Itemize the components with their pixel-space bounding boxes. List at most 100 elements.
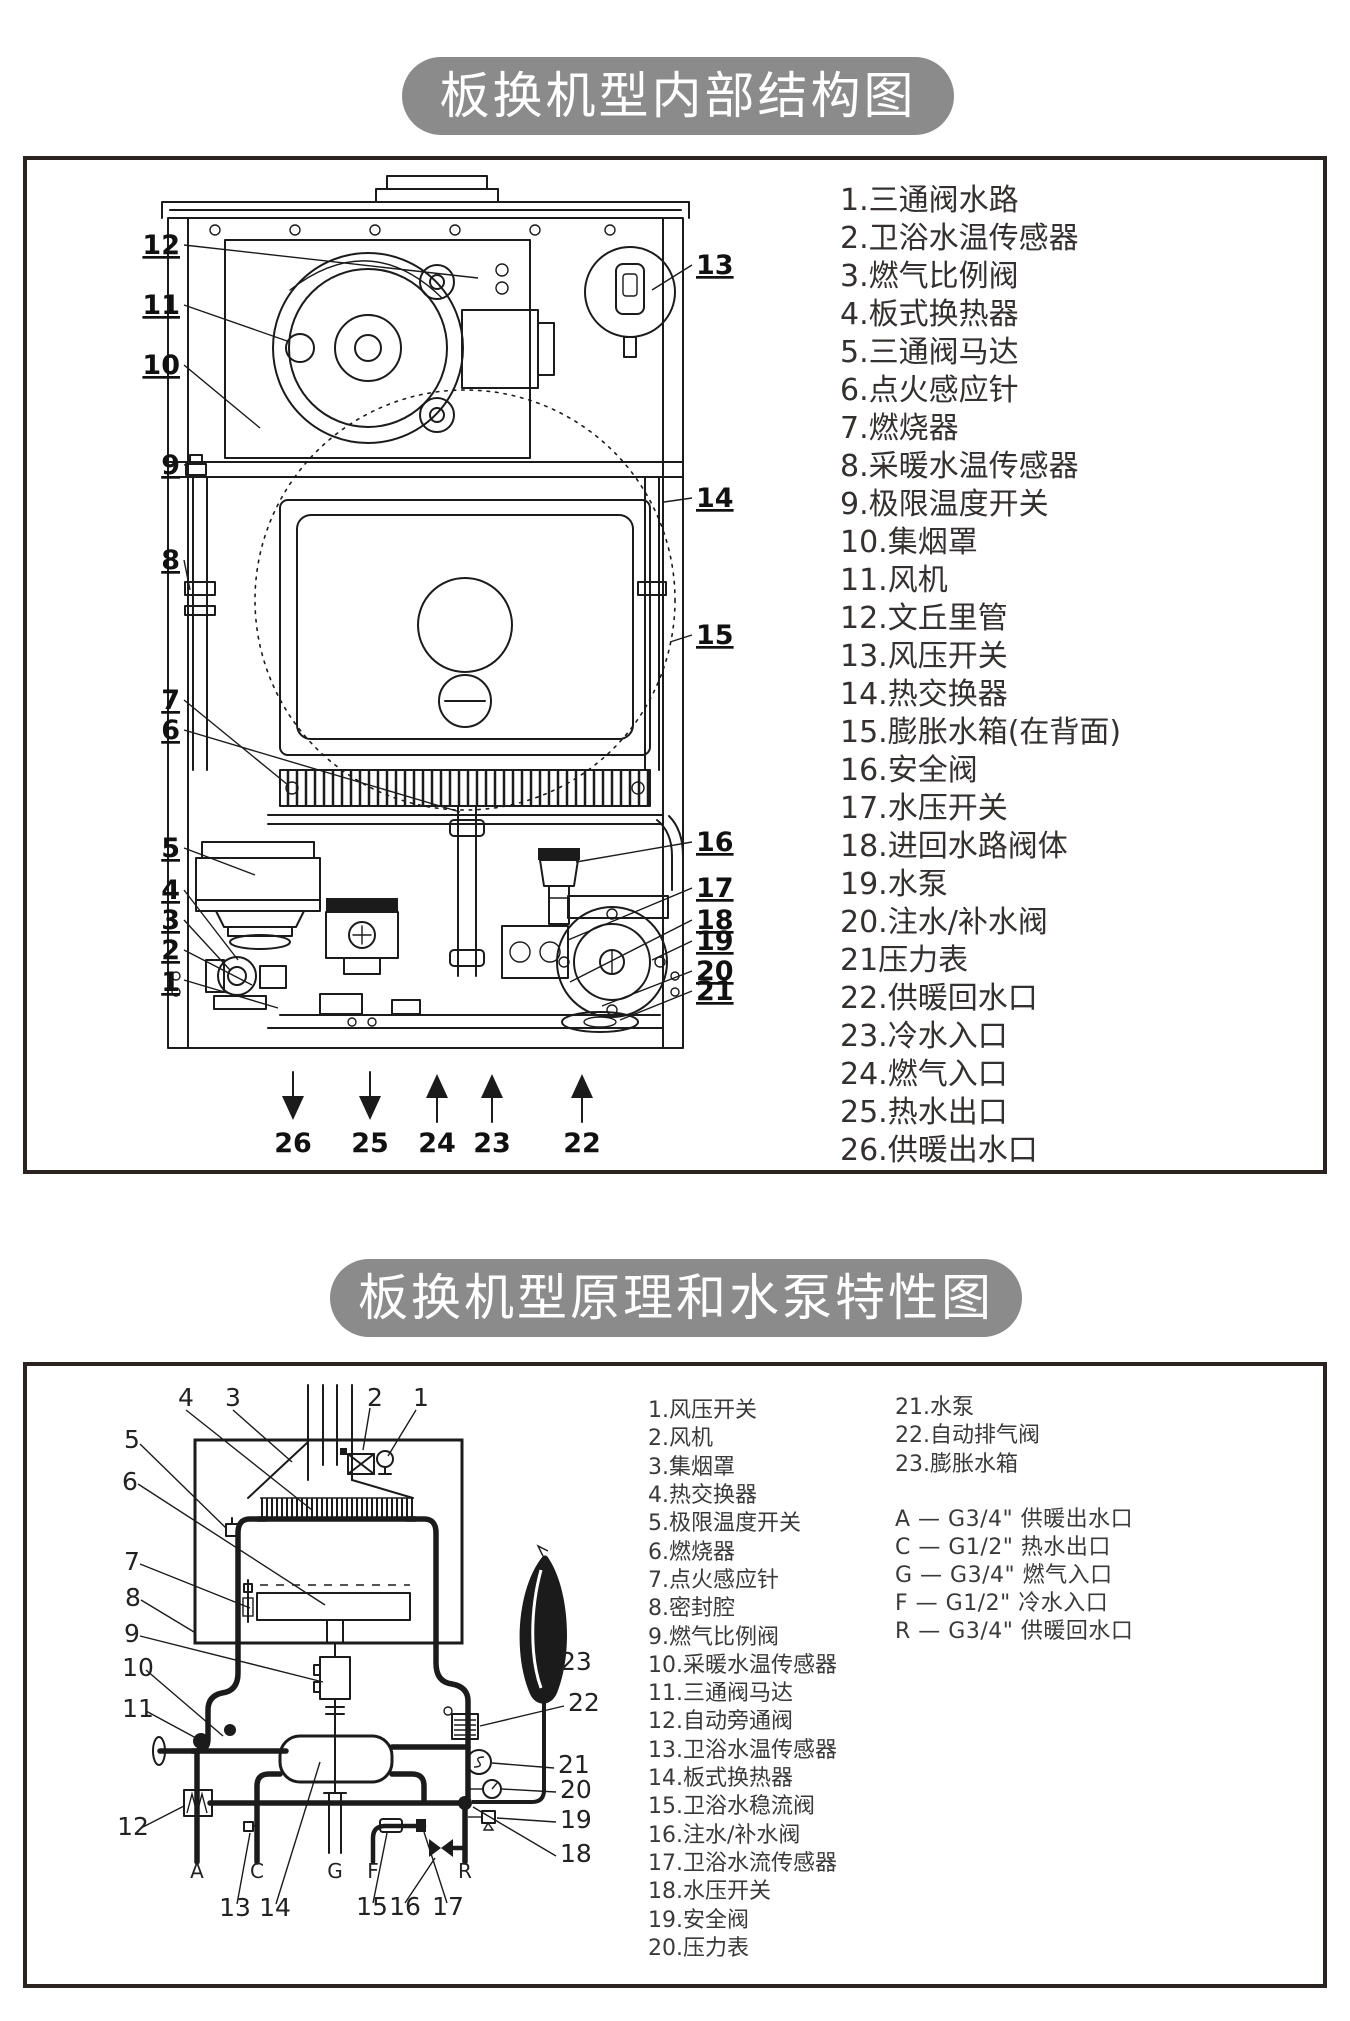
legend-item: 23.膨胀水箱 [895, 1451, 1018, 1477]
legend-item: 1.风压开关 [648, 1398, 757, 1424]
legend-item: 17.卫浴水流传感器 [648, 1850, 837, 1876]
legend-item: 3.集烟罩 [648, 1454, 735, 1480]
callout-label: 3 [161, 905, 180, 936]
legend-item: 18.水压开关 [648, 1879, 771, 1905]
legend-item: 7.燃烧器 [840, 411, 959, 446]
schematic-legend-col1: 1.风压开关 2.风机 3.集烟罩 4.热交换器 5.极限温度开关 6.燃烧器 … [648, 1394, 898, 1961]
internal-structure-box [23, 156, 1327, 1174]
callouts-left: 12 11 10 9 8 7 6 5 4 3 2 1 [142, 230, 180, 998]
schematic-diagram: 4 3 2 1 5 6 7 8 9 10 11 12 13 14 15 16 1… [117, 1383, 600, 1922]
callout-label: 20 [560, 1775, 592, 1804]
combustion-chamber [167, 389, 684, 811]
legend-item: 19.水泵 [840, 867, 948, 902]
legend-item: 16.安全阀 [840, 753, 978, 788]
callout-label: 18 [696, 905, 734, 936]
callout-label: 15 [696, 620, 734, 651]
legend-item: 14.热交换器 [840, 677, 1008, 712]
port-letter: A [190, 1859, 204, 1883]
callout-label: 6 [161, 715, 180, 746]
legend-item: 20.注水/补水阀 [840, 905, 1048, 940]
legend-item: 25.热水出口 [840, 1095, 1008, 1130]
port-letter: G [327, 1859, 343, 1883]
legend-item: 1.三通阀水路 [840, 183, 1019, 218]
schematic-callouts: 4 3 2 1 5 6 7 8 9 10 11 12 13 14 15 16 1… [117, 1383, 600, 1922]
legend-item: 6.燃烧器 [648, 1539, 735, 1565]
heat-exchanger-burner [242, 1497, 413, 1854]
arrow-label: 22 [563, 1128, 601, 1159]
callout-label: 8 [125, 1583, 141, 1612]
legend-item: 21压力表 [840, 943, 969, 978]
port-spec: F — G1/2" 冷水入口 [895, 1591, 1109, 1616]
legend-item: 17.水压开关 [840, 791, 1008, 826]
callout-label: 20 [696, 956, 734, 987]
schematic-components [152, 1517, 568, 1857]
callout-label: 12 [142, 230, 180, 261]
sealed-chamber [193, 1384, 464, 1645]
callout-label: 15 [356, 1892, 388, 1921]
callout-label: 14 [696, 483, 734, 514]
section1-title-pill: 板换机型内部结构图 [402, 57, 954, 135]
air-pressure-switch [584, 246, 676, 358]
callout-label: 11 [142, 290, 180, 321]
callout-label: 3 [225, 1383, 241, 1412]
callout-label: 13 [696, 250, 734, 281]
callout-label: 21 [558, 1750, 590, 1779]
callout-label: 9 [124, 1619, 140, 1648]
arrow-label: 25 [351, 1128, 389, 1159]
legend-item: 8.密封腔 [648, 1596, 735, 1622]
port-letter: R [458, 1859, 472, 1883]
callout-label: 22 [568, 1688, 600, 1717]
callout-label: 2 [161, 935, 180, 966]
callout-label: 23 [560, 1647, 592, 1676]
legend-item: 19.安全阀 [648, 1907, 749, 1933]
legend-item: 5.极限温度开关 [648, 1511, 801, 1537]
callout-label: 7 [124, 1547, 140, 1576]
legend-item: 14.板式换热器 [648, 1766, 793, 1792]
callout-label: 16 [696, 827, 734, 858]
callout-label: 19 [696, 926, 734, 957]
legend-item: 22.供暖回水口 [840, 981, 1038, 1016]
legend-item: 2.卫浴水温传感器 [840, 221, 1079, 256]
legend-item: 3.燃气比例阀 [840, 259, 1019, 294]
callouts-right: 13 14 15 16 17 18 19 20 21 [696, 250, 734, 1007]
boiler-cabinet [161, 175, 690, 1049]
legend-item: 20.压力表 [648, 1935, 749, 1961]
callout-label: 4 [161, 875, 180, 906]
legend-item: 13.卫浴水温传感器 [648, 1737, 837, 1763]
legend-item: 9.燃气比例阀 [648, 1624, 779, 1650]
legend-item: 12.文丘里管 [840, 601, 1008, 636]
callout-label: 10 [142, 350, 180, 381]
legend-item: 23.冷水入口 [840, 1019, 1008, 1054]
internal-structure-legend: 1.三通阀水路 2.卫浴水温传感器 3.燃气比例阀 4.板式换热器 5.三通阀马… [840, 178, 1300, 1168]
legend-item: 8.采暖水温传感器 [840, 449, 1079, 484]
burner-strip [267, 769, 664, 825]
callout-label: 4 [178, 1383, 194, 1412]
legend-item: 11.三通阀马达 [648, 1681, 793, 1707]
callout-label: 12 [117, 1812, 149, 1841]
legend-item: 13.风压开关 [840, 639, 1008, 674]
legend-item: 22.自动排气阀 [895, 1423, 1040, 1449]
callout-leader-lines [183, 244, 693, 1021]
callout-label: 14 [259, 1893, 291, 1922]
port-letters: A C G F R [190, 1859, 472, 1883]
callout-label: 5 [124, 1425, 140, 1454]
arrow-label: 23 [473, 1128, 511, 1159]
port-letter: F [367, 1859, 379, 1883]
callout-label: 6 [122, 1467, 138, 1496]
callout-label: 18 [560, 1839, 592, 1868]
port-spec: A — G3/4" 供暖出水口 [895, 1507, 1134, 1532]
legend-item: 6.点火感应针 [840, 373, 1019, 408]
legend-item: 15.卫浴水稳流阀 [648, 1794, 815, 1820]
legend-item: 10.采暖水温传感器 [648, 1652, 837, 1678]
callout-label: 5 [161, 833, 180, 864]
legend-item: 5.三通阀马达 [840, 335, 1019, 370]
legend-item: 7.点火感应针 [648, 1567, 779, 1593]
legend-item: 24.燃气入口 [840, 1057, 1008, 1092]
port-spec-list: A — G3/4" 供暖出水口 C — G1/2" 热水出口 G — G3/4"… [895, 1503, 1315, 1644]
hydraulic-group [171, 805, 684, 1033]
legend-item: 2.风机 [648, 1426, 713, 1452]
callout-label: 19 [560, 1805, 592, 1834]
arrow-label: 24 [418, 1128, 456, 1159]
legend-item: 21.水泵 [895, 1395, 974, 1421]
